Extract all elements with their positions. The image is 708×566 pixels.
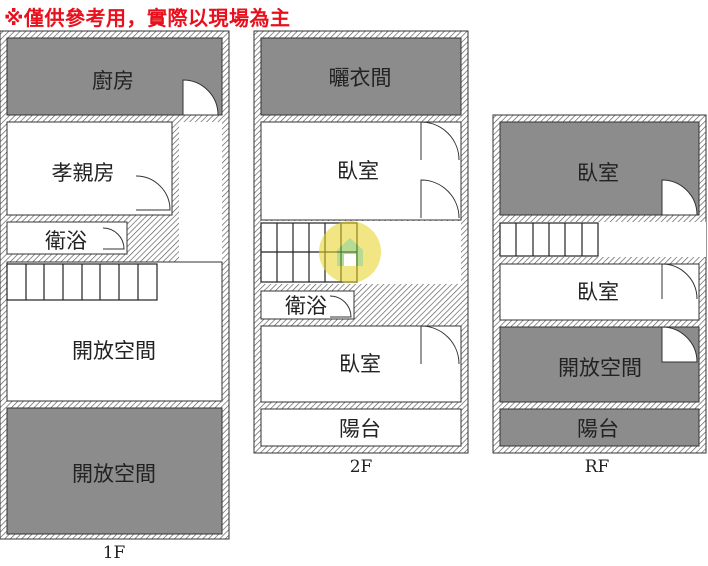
kitchen-label: 廚房 xyxy=(92,69,134,93)
balcony-rf-label: 陽台 xyxy=(577,417,619,441)
door-icon xyxy=(329,121,460,365)
parents-room-label: 孝親房 xyxy=(52,161,115,185)
staircase-1f xyxy=(6,263,158,301)
floor-1f: 廚房 孝親房 衛浴 開放空間 開放空間 1F xyxy=(0,30,230,563)
bathroom-1f-label: 衛浴 xyxy=(45,229,87,253)
door-icon xyxy=(661,179,698,363)
bedroom-rf-1-label: 臥室 xyxy=(577,161,619,185)
room-laundry xyxy=(260,37,462,116)
balcony-2f-label: 陽台 xyxy=(339,417,381,441)
bedroom-2f-1-label: 臥室 xyxy=(337,159,379,183)
room-balcony-rf xyxy=(499,408,700,447)
floor-1f-label: 1F xyxy=(103,543,126,563)
floor-2f-label: 2F xyxy=(350,457,373,477)
room-open-space-1f-lower xyxy=(6,407,223,535)
corridor-1f xyxy=(179,122,222,262)
bedroom-2f-2-label: 臥室 xyxy=(339,352,381,376)
open-space-1f-label: 開放空間 xyxy=(72,339,156,363)
bedroom-rf-2-label: 臥室 xyxy=(577,280,619,304)
floor-rf: 臥室 臥室 開放空間 陽台 RF xyxy=(492,114,707,477)
watermark-logo xyxy=(319,221,381,283)
laundry-label: 曬衣間 xyxy=(329,66,392,90)
disclaimer-text: ※僅供參考用，實際以現場為主 xyxy=(4,6,291,30)
open-space-1f-lower-label: 開放空間 xyxy=(72,462,156,486)
bathroom-2f-label: 衛浴 xyxy=(285,294,327,318)
open-space-rf-label: 開放空間 xyxy=(558,356,642,380)
staircase-rf xyxy=(499,222,599,257)
room-balcony-2f xyxy=(260,408,462,447)
floor-2f: 曬衣間 臥室 衛浴 臥室 陽台 2F xyxy=(253,30,469,477)
door-icon xyxy=(102,79,219,250)
floor-rf-label: RF xyxy=(585,457,610,477)
